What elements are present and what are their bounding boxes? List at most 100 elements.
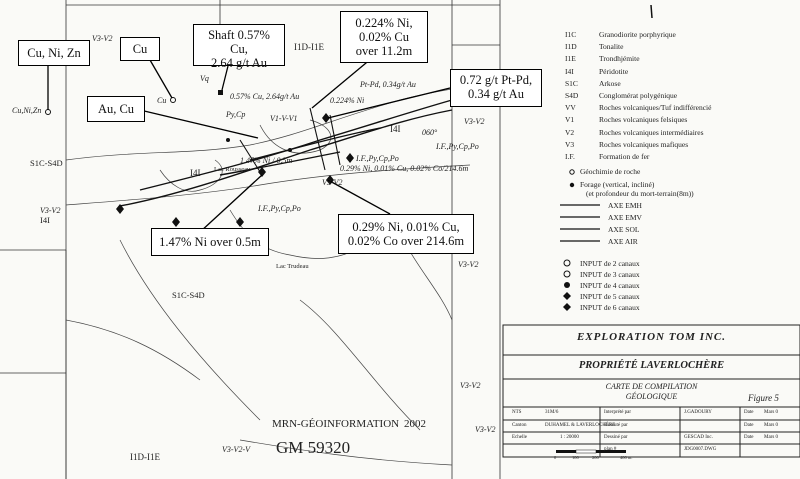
callout-pt-pd: 0.72 g/t Pt-Pd, 0.34 g/t Au [450, 69, 542, 107]
tb-execute-label: Exécuté par [604, 423, 628, 428]
tb-date-value: Mars 0 [764, 410, 779, 415]
map-label: I.F.,Py,Cp,Po [258, 204, 301, 213]
map-label: Lac Trudeau [276, 263, 309, 270]
callout-text: Au, Cu [97, 102, 135, 116]
map-label: I4I [190, 168, 201, 178]
contacts [65, 84, 471, 466]
tb-date-value: Mars 0 [764, 435, 779, 440]
map-label: V3-V2 [475, 425, 496, 434]
callout-ni-224: 0.224% Ni, 0.02% Cu over 11.2m [340, 11, 428, 63]
legend-row: I.F.Formation de fer [565, 152, 649, 161]
title-block-frame [502, 324, 800, 458]
tb-date-value: Mars 0 [764, 423, 779, 428]
legend-code: I1C [565, 30, 577, 39]
map-title: CARTE DE COMPILATION [605, 382, 698, 391]
map-label: I.F.,Py,Cp,Po [356, 154, 399, 163]
map-symbols [45, 90, 354, 227]
map-label: Lac Rousseau [214, 166, 251, 173]
legend-forage: Forage (vertical, incliné) [580, 180, 655, 189]
legend-text: Trondhjémite [599, 54, 640, 64]
tb-dessine-value: GESCAD Inc. [684, 435, 713, 440]
conductor-axes [119, 99, 453, 207]
callout-text: 0.224% Ni, [355, 16, 413, 30]
tb-plan-value: JDG0007.DWG [684, 447, 717, 452]
legend-code: I1D [565, 42, 577, 52]
callout-ni-029: 0.29% Ni, 0.01% Cu, 0.02% Co over 214.6m [338, 214, 474, 254]
scale-tick: 400 m. [620, 455, 633, 460]
tb-interprete-label: Interprété par [604, 410, 632, 415]
map-label: V3-V2 [322, 178, 343, 187]
tb-canton-label: Canton [512, 423, 527, 428]
legend-text: Granodiorite porphyrique [599, 30, 676, 39]
legend-text: Formation de fer [599, 152, 650, 161]
tb-nts-label: NTS [512, 410, 522, 415]
callout-text: 2.64 g/t Au [211, 56, 267, 70]
legend-geochimie: Géochimie de roche [580, 167, 641, 176]
callout-text: 1.47% Ni over 0.5m [159, 235, 261, 249]
map-label: V3-V2 [40, 206, 61, 215]
callout-text: Shaft 0.57% Cu, [208, 28, 270, 56]
legend-input: INPUT de 3 canaux [580, 270, 640, 279]
map-label: S1C-S4D [30, 158, 63, 168]
tb-nts-value: 31M/6 [545, 410, 559, 415]
tb-date-label: Date [744, 410, 754, 415]
legend-text: Tonalite [599, 42, 624, 52]
legend-row: S4D Conglomérat polygénique [565, 91, 677, 100]
map-label: Py,Cp [226, 110, 246, 119]
callout-cu-ni-zn: Cu, Ni, Zn [18, 40, 90, 66]
map-label: I1D-I1E [294, 42, 324, 52]
callout-text: 0.29% Ni, 0.01% Cu, [352, 220, 460, 234]
legend-axe: AXE EMV [608, 213, 642, 222]
legend-code: S4D [565, 91, 579, 100]
callout-au-cu: Au, Cu [87, 96, 145, 122]
legend-axe: AXE EMH [608, 201, 642, 210]
stamp-gm-number: GM 59320 [276, 438, 351, 457]
callout-text: over 11.2m [355, 44, 413, 58]
tb-date-label: Date [744, 435, 754, 440]
callout-text: 0.02% Co over 214.6m [347, 234, 465, 248]
callout-text: 0.72 g/t Pt-Pd, [459, 73, 533, 87]
map-label: Cu,Ni,Zn [12, 106, 42, 115]
scale-tick: 100 [572, 455, 579, 460]
legend-row: I1C Granodiorite porphyrique [565, 30, 676, 39]
legend-code: VV [565, 103, 576, 113]
legend-text: Péridotite [599, 66, 629, 76]
legend-axe: AXE SOL [608, 225, 640, 234]
map-label: V3-V2 [458, 260, 479, 269]
legend-text: Roches volcaniques intermédiaires [599, 127, 704, 137]
legend-code: I1E [565, 54, 576, 64]
legend-row: I4I Péridotite [565, 67, 628, 76]
map-label: 0.224% Ni [330, 96, 365, 105]
tb-interprete-value: J.GADOURY [684, 410, 712, 415]
callout-text: 0.34 g/t Au [468, 87, 524, 101]
map-label: I4I [390, 124, 401, 134]
map-label: 1.47% Ni / 0.5m [240, 156, 293, 165]
legend-code: V2 [565, 127, 575, 137]
legend-text: Conglomérat polygénique [599, 91, 678, 100]
tb-canton-value: DUHAMEL & LAVERLOCHÈRE [545, 423, 616, 428]
legend-row: I1E Trondhjémite [565, 54, 640, 63]
map-label: V1-V-V1 [270, 114, 298, 123]
tb-echelle-value: 1 : 20000 [560, 435, 579, 440]
scale-tick: 200 [592, 455, 599, 460]
legend-input-symbols [563, 169, 575, 311]
legend-code: I4I [565, 66, 574, 76]
map-label: I1D-I1E [130, 452, 160, 462]
legend-forage-note: (et profondeur du mort-terrain(8m)) [586, 189, 694, 198]
tb-echelle-label: Echelle [512, 435, 527, 440]
company-name: EXPLORATION TOM INC. [576, 331, 727, 343]
property-name: PROPRIÉTÉ LAVERLOCHÈRE [578, 360, 725, 371]
north-arrow [650, 4, 653, 19]
legend-text: Arkose [599, 78, 621, 88]
map-label: I.F.,Py,Cp,Po [436, 142, 479, 151]
legend-axis-samples [560, 204, 600, 242]
callout-text: 0.02% Cu [359, 30, 409, 44]
scale-tick: 0 [554, 455, 557, 460]
tb-date-label: Date [744, 423, 754, 428]
callout-ni-147: 1.47% Ni over 0.5m [151, 228, 269, 256]
legend-input: INPUT de 6 canaux [580, 303, 640, 312]
tb-dessine-label: Dessiné par [604, 435, 628, 440]
